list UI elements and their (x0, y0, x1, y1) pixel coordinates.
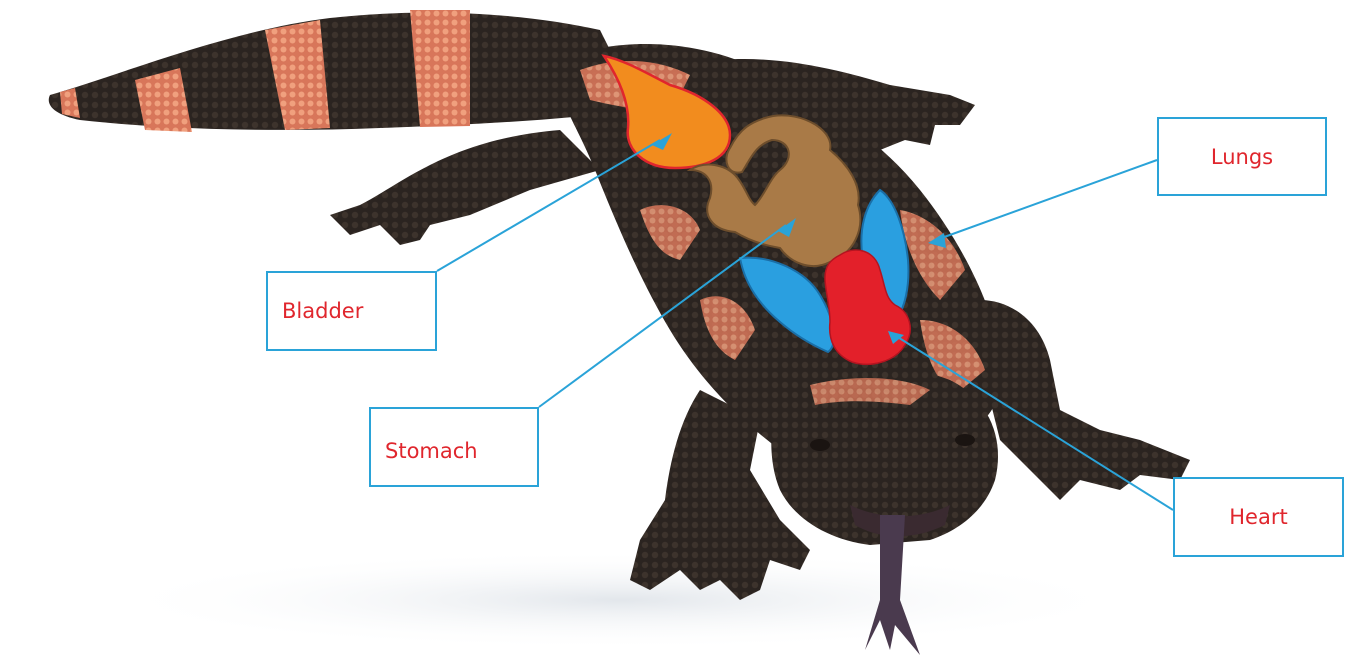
stomach-label: Stomach (371, 439, 478, 463)
lizard-front-right-leg (980, 300, 1190, 500)
lizard-eye (955, 434, 975, 446)
stomach-label-box: Stomach (369, 407, 539, 487)
lungs-label: Lungs (1211, 145, 1273, 169)
tail-band (410, 10, 470, 127)
lizard-eye (810, 439, 830, 451)
lizard-back-left-leg (330, 130, 600, 245)
lungs-leader-line (936, 160, 1157, 240)
heart-label-box: Heart (1173, 477, 1344, 557)
bladder-label-box: Bladder (266, 271, 437, 351)
ground-shadow (100, 550, 1140, 650)
heart-label: Heart (1229, 505, 1287, 529)
lungs-label-box: Lungs (1157, 117, 1327, 196)
lizard-tail (49, 13, 640, 130)
bladder-label: Bladder (268, 299, 363, 323)
